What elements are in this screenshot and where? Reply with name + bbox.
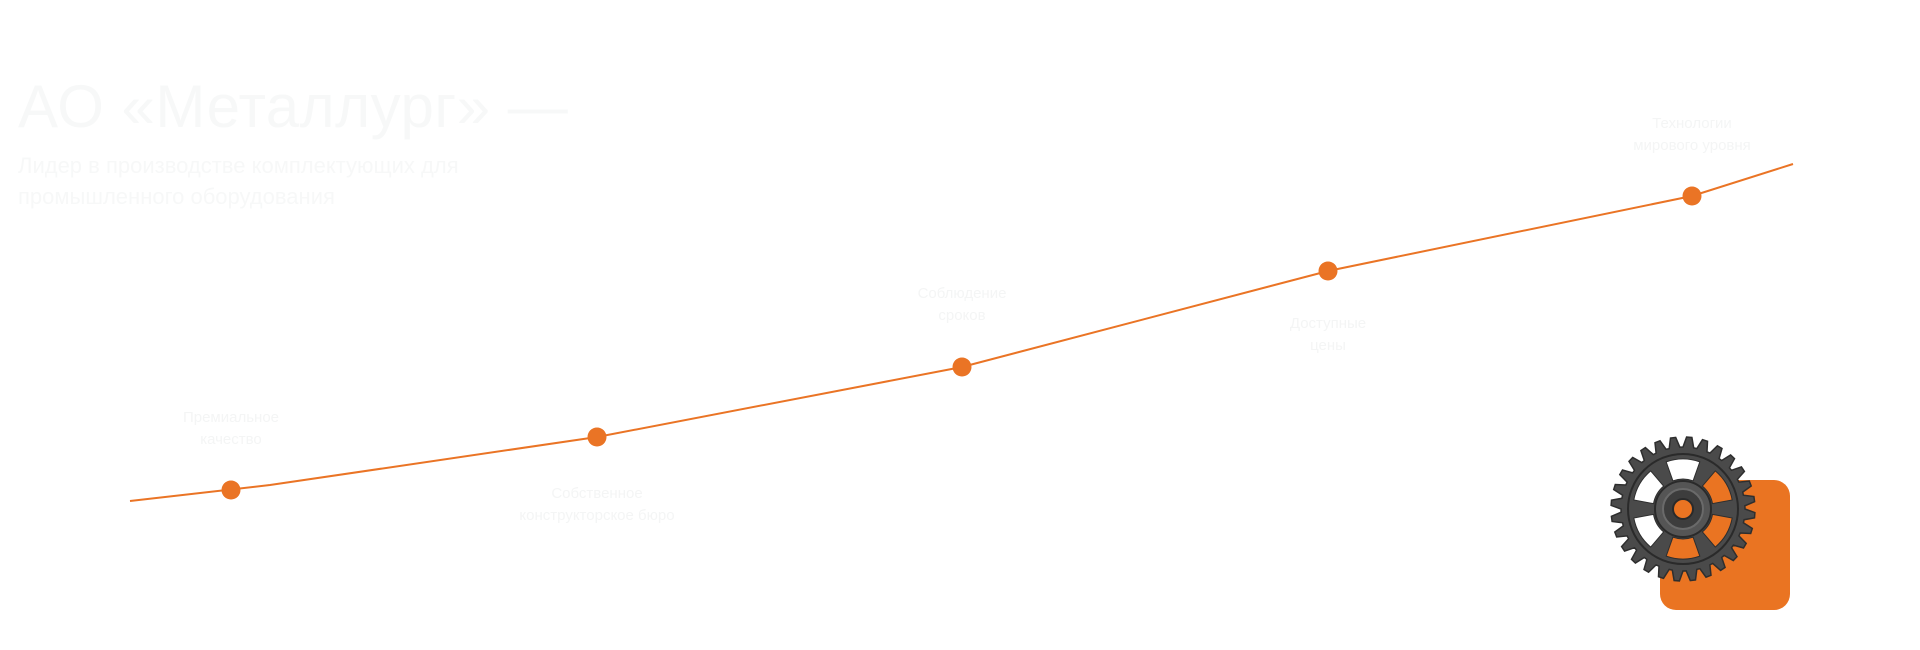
milestone-label-prices: Доступные цены	[1289, 315, 1367, 354]
timeline-line	[129, 163, 1794, 502]
gear-window	[1633, 513, 1665, 548]
gear-window	[1665, 536, 1701, 560]
gear-window	[1633, 470, 1665, 505]
timeline-dot-deadlines	[952, 357, 972, 377]
timeline-dot-design-bureau	[587, 427, 607, 447]
milestone-label-technology: Технологии мирового уровня	[1633, 115, 1751, 154]
hero-subtitle: Лидер в производстве комплектующих для п…	[18, 153, 459, 209]
gear-window	[1665, 458, 1701, 482]
gear-window	[1701, 470, 1733, 505]
gear-ring	[1627, 453, 1739, 565]
company-logo	[1610, 436, 1790, 610]
gear-ring	[1672, 498, 1694, 520]
timeline-dot-prices	[1318, 261, 1338, 281]
hero-title: АО «Металлург» —	[18, 73, 569, 140]
milestone-label-quality: Премиальное качество	[182, 409, 280, 448]
milestone-label-deadlines: Соблюдение сроков	[917, 285, 1007, 324]
milestone-label-design-bureau: Собственное конструкторское бюро	[519, 485, 675, 524]
gear-icon	[1610, 436, 1756, 582]
gear-window	[1701, 513, 1733, 548]
timeline-dot-technology	[1682, 186, 1702, 206]
timeline-dot-quality	[221, 480, 241, 500]
